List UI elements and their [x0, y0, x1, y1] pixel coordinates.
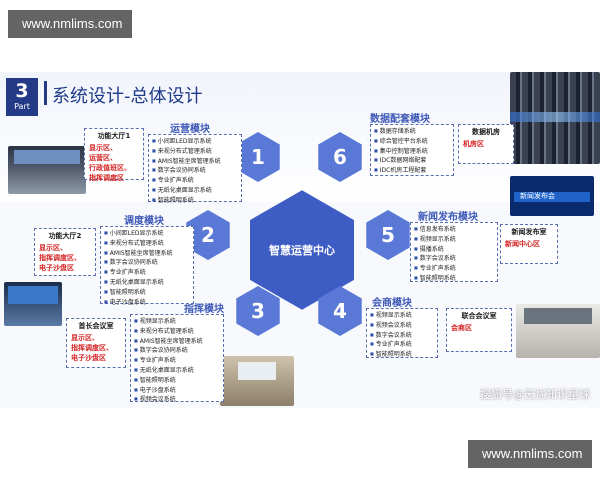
- part-number: 3: [15, 80, 29, 102]
- module-title-data: 数据配套模块: [370, 114, 430, 125]
- module-2-list: 小间距LED显示系统 来视分布式管理系统 AMIS智能坐席管理系统 数字会议协同…: [100, 226, 194, 306]
- center-label: 智慧运营中心: [269, 244, 335, 257]
- module-title-operations: 运营模块: [170, 124, 210, 135]
- part-label: Part: [14, 102, 30, 111]
- module-5-list: 信息发布系统 视频显示系统 摄播系统 数字会议系统 专业扩声系统 智能照明系统: [410, 222, 498, 282]
- hexagon-3: 3: [236, 286, 280, 336]
- hall-6-box: 数据机房 机房区: [458, 124, 514, 164]
- hall-1-box: 功能大厅1 显示区、 运营区、 行政值班区、 指挥调度区: [84, 128, 144, 182]
- hall-2-box: 功能大厅2 显示区、 指挥调度区、 电子沙盘区: [34, 228, 96, 276]
- meeting-room-photo: [220, 356, 294, 406]
- hall-5-box: 新闻发布室 新闻中心区: [500, 224, 558, 264]
- module-title-dispatch: 调度模块: [124, 216, 164, 227]
- module-1-list: 小间距LED显示系统 来视分布式管理系统 AMIS智能坐席管理系统 数字会议协同…: [148, 134, 242, 204]
- hexagon-4: 4: [318, 286, 362, 336]
- hexagon-1: 1: [236, 132, 280, 182]
- watermark-top: www.nmlims.com: [8, 10, 132, 38]
- hall-3-box: 首长会议室 显示区、 指挥调度区、 电子沙盘区: [66, 318, 126, 368]
- module-title-consultation: 会商模块: [372, 298, 412, 309]
- module-6-list: 数据存储系统 综合管控平台系统 集中控制管理系统 IDC数据网络配套 IDC机房…: [370, 124, 454, 176]
- slide: 3 Part 系统设计-总体设计 新闻发布会 智慧运营中心 1 6 2 5 3 …: [0, 72, 600, 408]
- command-room-photo: [4, 282, 62, 326]
- module-3-list: 视频显示系统 来视分布式管理系统 AMIS智能坐席管理系统 数字会议协同系统 专…: [130, 314, 224, 403]
- hexagon-6: 6: [318, 132, 362, 182]
- center-hexagon: 智慧运营中心: [250, 190, 354, 310]
- hexagon-2: 2: [186, 210, 230, 260]
- hexagon-5: 5: [366, 210, 410, 260]
- module-title-command: 指挥模块: [184, 304, 224, 315]
- part-badge: 3 Part: [6, 78, 38, 116]
- hall-photo: [8, 146, 86, 194]
- slide-title: 系统设计-总体设计: [52, 86, 203, 107]
- watermark-bottom: www.nmlims.com: [468, 440, 592, 468]
- module-4-list: 视频显示系统 视频会议系统 数字会议系统 专业扩声系统 智能照明系统: [366, 308, 438, 358]
- conference-room-photo: [516, 304, 600, 358]
- datacenter-photo: [510, 72, 600, 164]
- module-title-news: 新闻发布模块: [418, 212, 478, 223]
- hall-4-box: 联合会议室 会商区: [446, 308, 512, 352]
- source-credit: 搜狐号@无忧知识星球: [480, 388, 590, 401]
- press-room-photo: 新闻发布会: [510, 176, 594, 216]
